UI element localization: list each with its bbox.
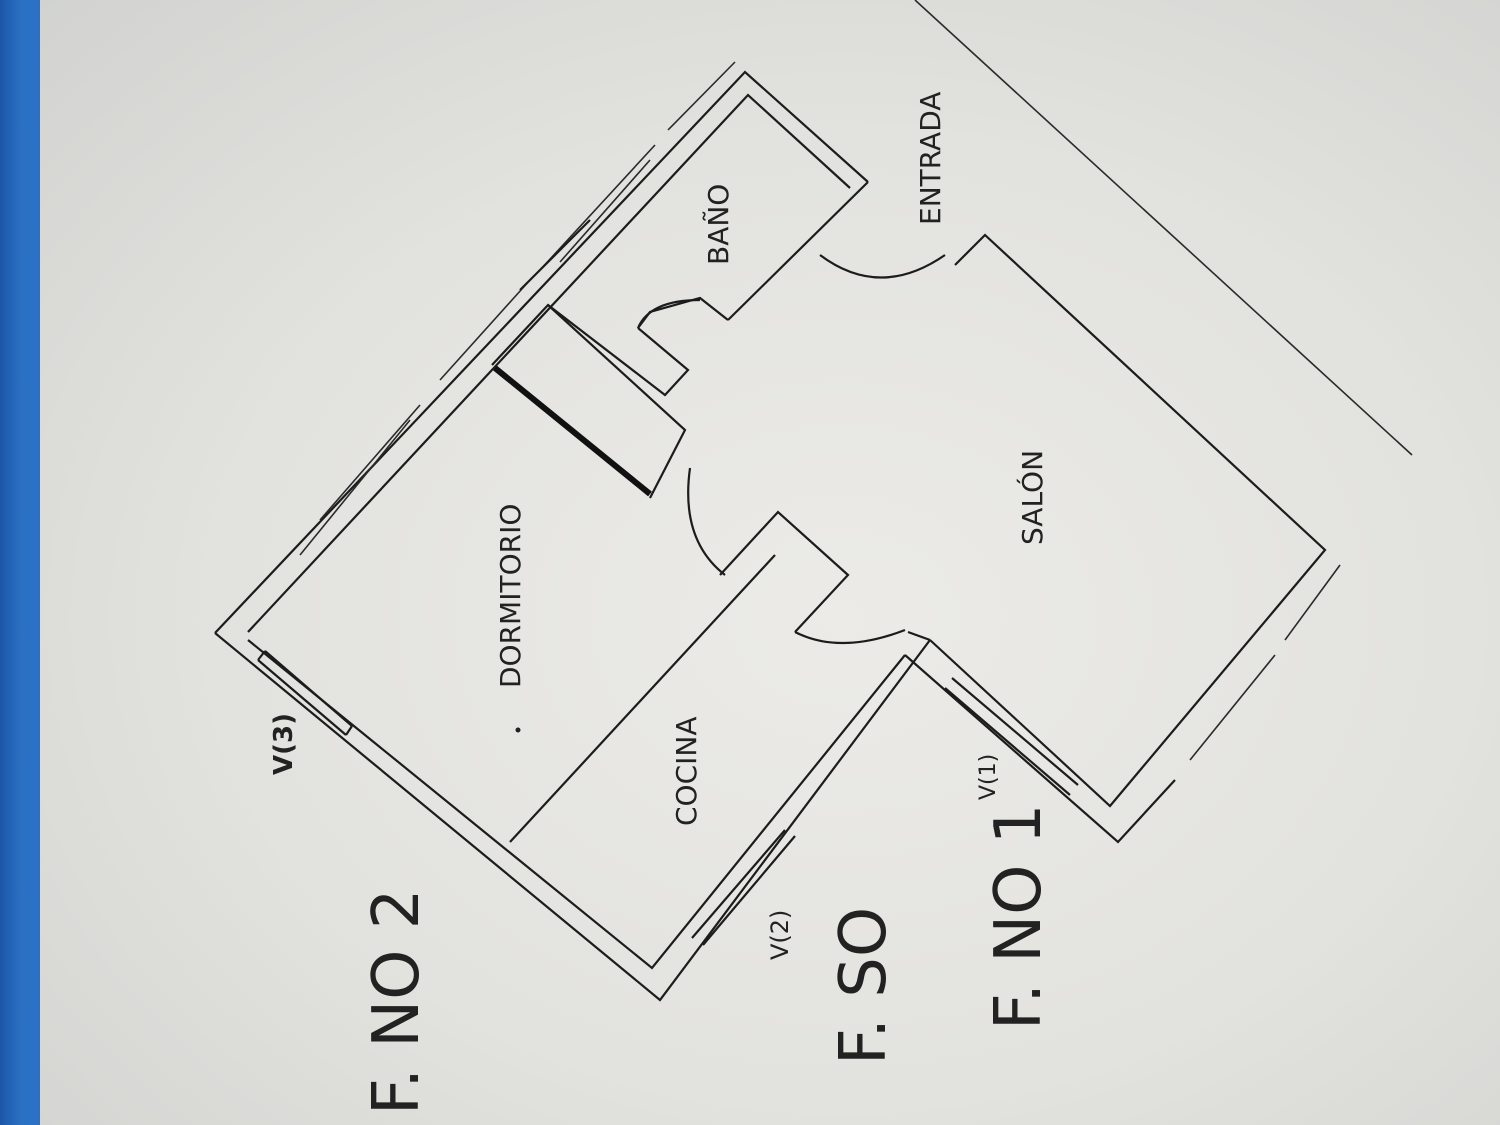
window-v2 [691,829,796,946]
salon-walls [904,233,1341,844]
room-label-entrada: ENTRADA [914,92,947,225]
room-label-salon: SALÓN [1015,450,1049,545]
facade-label-no2: F. NO 2 [360,888,434,1115]
room-label-bano: BAÑO [702,184,735,265]
window-v3 [257,650,353,736]
property-line [914,0,1413,456]
window-label-v1: V(1) [976,754,1001,800]
exterior-wall-sw [214,632,931,1002]
exterior-wall-ne [214,70,869,634]
monitor-screen [40,0,1500,1125]
facade-label-no1: F. NO 1 [982,803,1056,1030]
eave-dash-lines [299,61,736,556]
wardrobe-wall [493,365,652,497]
window-label-v3: V(3) [269,713,299,775]
facade-label-so: F. SO [827,907,901,1065]
window-v1 [944,677,1079,796]
room-label-dormitorio: DORMITORIO [494,504,527,688]
window-label-v2: V(2) [766,910,794,960]
interior-walls [491,181,931,843]
room-label-cocina: COCINA [670,717,703,827]
origin-dot [515,727,521,733]
door-swings [636,254,946,645]
